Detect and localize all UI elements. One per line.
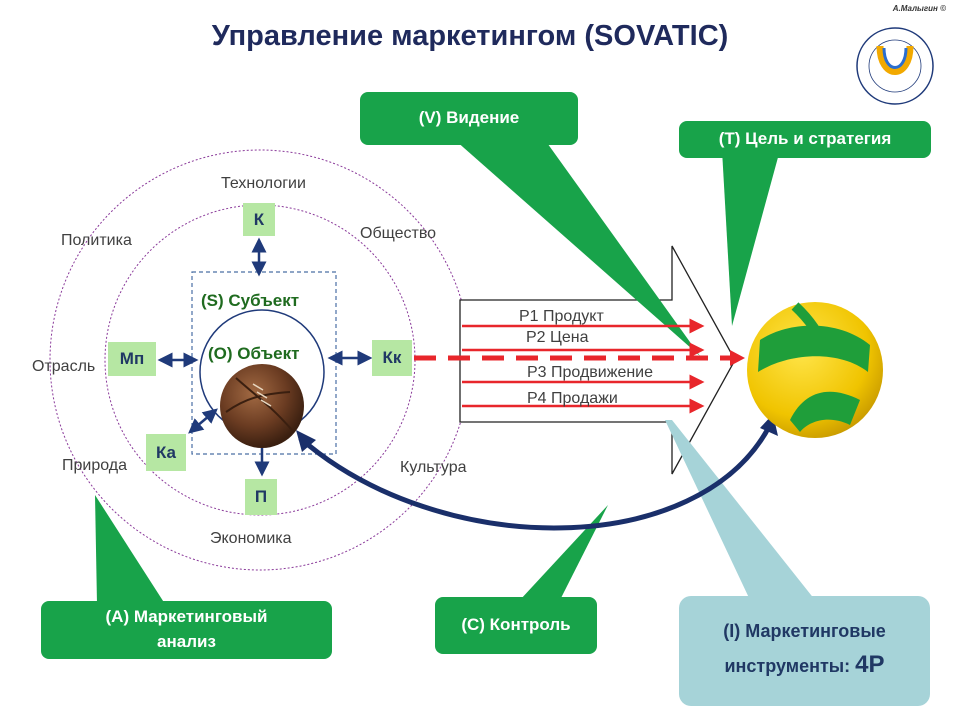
feedback-head-start [296, 430, 316, 452]
label-economy: Экономика [210, 530, 292, 547]
box-kk: Кк [372, 340, 412, 376]
control-feedback-arrow [298, 423, 773, 531]
label-industry: Отрасль [32, 358, 96, 375]
p3-label: P3 Продвижение [527, 364, 654, 381]
page-title: Управление маркетингом (SOVATIC) [211, 20, 729, 52]
control-pointer [520, 505, 608, 600]
p1-label: P1 Продукт [519, 308, 604, 325]
instruments-pointer [665, 420, 815, 600]
control-callout: (C) Контроль [435, 597, 597, 654]
instruments-line2-wrap: инструменты: 4P [724, 646, 884, 684]
object-label: (O) Объект [208, 344, 300, 363]
box-k: К [243, 203, 275, 236]
analysis-line2: анализ [157, 632, 216, 651]
box-mp: Мп [108, 342, 156, 376]
arrow-ka [188, 408, 218, 434]
target-pointer [722, 150, 780, 326]
strategy-arrowhead [730, 350, 745, 366]
label-nature: Природа [62, 457, 128, 474]
box-ka: Ка [146, 434, 186, 471]
author-credit: А.Малыгин © [892, 4, 946, 13]
box-p: П [245, 479, 277, 515]
instruments-line2: инструменты: [724, 656, 856, 677]
vision-pointer [455, 140, 700, 356]
volleyball-image [747, 302, 883, 438]
target-callout: (T) Цель и стратегия [679, 121, 931, 158]
instruments-4p: 4P [855, 651, 885, 679]
analysis-line1: (A) Маркетинговый [105, 607, 268, 627]
old-ball-image [220, 364, 304, 448]
vision-callout: (V) Видение [360, 92, 578, 145]
analysis-callout: (A) Маркетинговый анализ [41, 601, 332, 659]
label-culture: Культура [400, 459, 467, 476]
analysis-pointer [95, 495, 165, 604]
label-technology: Технологии [221, 175, 306, 192]
university-logo [856, 27, 934, 105]
instruments-callout: (I) Маркетинговые инструменты: 4P [679, 596, 930, 706]
subject-label: (S) Субъект [201, 291, 300, 310]
p4-label: P4 Продажи [527, 390, 618, 407]
instruments-line1: (I) Маркетинговые [723, 621, 886, 642]
label-politics: Политика [61, 232, 132, 249]
p2-label: P2 Цена [526, 329, 589, 346]
label-society: Общество [360, 225, 437, 242]
